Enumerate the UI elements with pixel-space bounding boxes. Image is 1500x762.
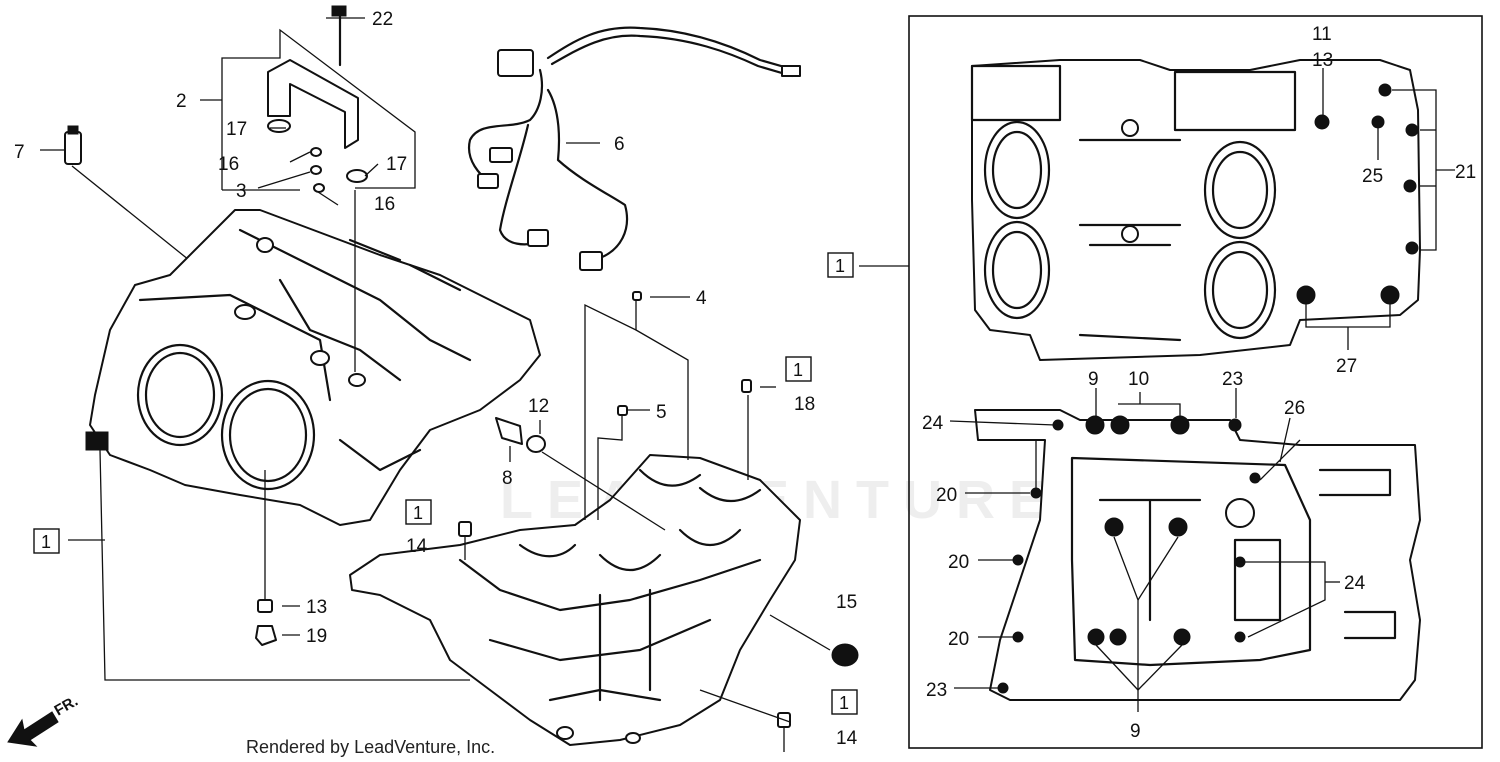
callout-22: 22 [372,9,393,30]
callout-9-top: 9 [1088,369,1099,390]
callout-13: 13 [306,597,327,618]
wiring-harness-icon [467,26,801,271]
oil-pipe-assembly [267,5,368,193]
callout-15: 15 [836,592,857,613]
front-direction-label: FR. [52,693,81,720]
callout-4: 4 [696,288,707,309]
callout-23-top: 23 [1222,369,1243,390]
plug-15 [831,643,859,667]
callout-10: 10 [1128,369,1149,390]
lower-crankcase-icon [349,454,801,746]
callout-16a: 16 [218,154,239,175]
sensor-8 [495,417,546,453]
svg-text:1: 1 [793,360,803,380]
upper-crankcase-top-view [970,59,1421,361]
ref-box-14b: 1 [831,689,858,715]
dowel-18 [741,379,752,393]
lower-crankcase-bottom-view [974,409,1421,701]
callout-14a: 14 [406,536,428,557]
svg-text:1: 1 [839,693,849,713]
callout-13-panel: 13 [1312,50,1333,71]
svg-text:1: 1 [41,532,51,552]
callout-11: 11 [1312,24,1332,45]
callout-2: 2 [176,91,187,112]
callout-20c: 20 [948,629,969,650]
dowel-5 [617,405,628,416]
dowel-4 [632,291,642,301]
dowel-14a [458,521,472,537]
callout-25: 25 [1362,166,1383,187]
callout-24-top: 24 [922,413,944,434]
front-arrow-icon: FR. [7,693,81,747]
callout-21: 21 [1455,162,1476,183]
callout-17a: 17 [226,119,247,140]
ref-box-14a: 1 [405,499,432,525]
svg-text:1: 1 [835,256,845,276]
callout-6: 6 [614,134,625,155]
callout-9-bottom: 9 [1130,721,1141,742]
callout-8: 8 [502,468,513,489]
ref-box-left: 1 [33,528,60,554]
callout-18: 18 [794,394,815,415]
callout-3: 3 [236,181,247,202]
callout-20b: 20 [948,552,969,573]
callout-19: 19 [306,626,327,647]
callout-20a: 20 [936,485,957,506]
callout-16b: 16 [374,194,395,215]
callout-14b: 14 [836,728,858,749]
svg-text:1: 1 [413,503,423,523]
credit-text: Rendered by LeadVenture, Inc. [246,737,495,757]
callout-26: 26 [1284,398,1305,419]
ref-box-18: 1 [785,356,812,382]
callout-27: 27 [1336,356,1357,377]
ref-box-panel: 1 [827,252,854,278]
detail-panel-frame [908,15,1483,749]
callout-24-right: 24 [1344,573,1366,594]
callout-5: 5 [656,402,667,423]
washer-13 [257,599,273,613]
callout-7: 7 [14,142,25,163]
callout-12: 12 [528,396,549,417]
callout-17b: 17 [386,154,407,175]
sensor-7 [64,125,82,165]
upper-crankcase-icon [85,209,541,526]
bolt-19 [255,625,277,646]
callout-23-bottom: 23 [926,680,947,701]
